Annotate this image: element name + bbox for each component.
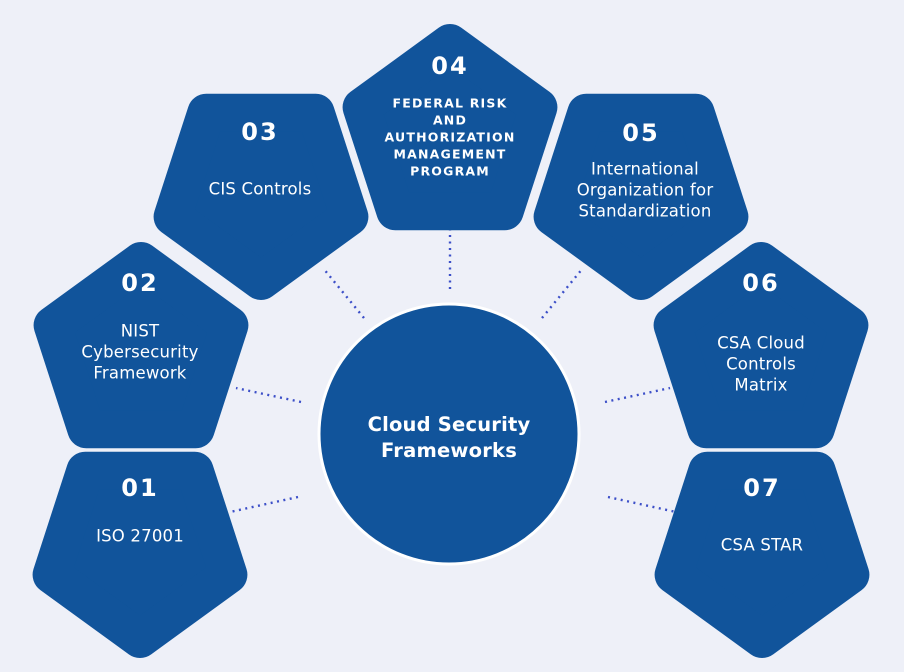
connector-item-05 — [541, 267, 584, 319]
item-02-number: 02 — [121, 269, 159, 297]
pentagon-item-04 — [342, 24, 558, 231]
pentagon-item-01 — [32, 451, 248, 658]
item-05-label: International Organization for Standardi… — [576, 159, 714, 221]
connector-item-02 — [235, 386, 302, 404]
pentagon-item-06 — [653, 242, 869, 449]
item-04-number: 04 — [431, 52, 469, 80]
pentagon-item-03 — [153, 93, 369, 300]
connector-item-06 — [604, 386, 671, 404]
pentagon-item-07 — [654, 451, 870, 658]
item-05-number: 05 — [622, 119, 660, 147]
connector-item-07 — [607, 495, 677, 514]
item-03-label: CIS Controls — [208, 179, 312, 199]
center-circle-shape — [317, 302, 581, 566]
connector-item-01 — [229, 495, 299, 514]
item-03-number: 03 — [241, 118, 279, 146]
item-07-number: 07 — [743, 474, 781, 502]
item-01-label: ISO 27001 — [96, 526, 184, 546]
item-02-label: NIST Cybersecurity Framework — [81, 321, 199, 383]
pentagon-item-05 — [533, 93, 749, 300]
connector-item-03 — [322, 267, 365, 319]
center-title: Cloud Security Frameworks — [367, 413, 531, 462]
item-01-number: 01 — [121, 474, 159, 502]
item-04-label: FEDERAL RISK AND AUTHORIZATION MANAGEMEN… — [384, 95, 516, 179]
item-06-number: 06 — [742, 269, 780, 297]
item-06-label: CSA Cloud Controls Matrix — [717, 333, 805, 395]
item-07-label: CSA STAR — [720, 535, 804, 555]
pentagon-item-02 — [33, 242, 249, 449]
